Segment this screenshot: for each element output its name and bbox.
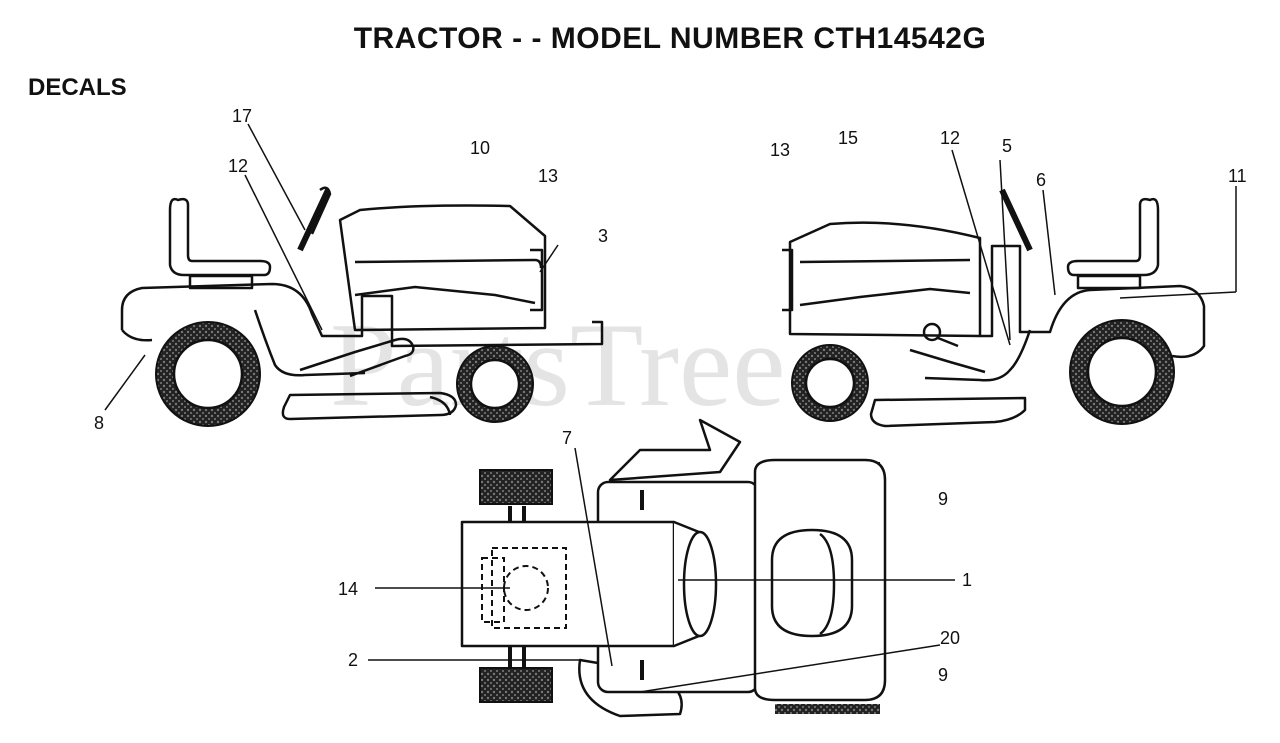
callout-right-6: 6: [1036, 170, 1046, 190]
callout-left-10: 10: [470, 138, 490, 158]
callout-right-12: 12: [940, 128, 960, 148]
section-heading: DECALS: [28, 74, 127, 101]
left-side-view: [120, 186, 604, 421]
callout-top-9a: 9: [938, 489, 948, 509]
top-view: [460, 418, 887, 718]
left-view-wheels: [155, 321, 534, 427]
diagram-title: TRACTOR - - MODEL NUMBER CTH14542G: [353, 22, 987, 55]
callout-left-12: 12: [228, 156, 248, 176]
right-view-wheels: [791, 319, 1175, 425]
callout-left-17: 17: [232, 106, 252, 126]
callout-right-13: 13: [770, 140, 790, 160]
watermark: PartsTree: [330, 298, 786, 431]
callout-top-20: 20: [940, 628, 960, 648]
callout-right-15: 15: [838, 128, 858, 148]
right-side-view: [782, 188, 1206, 428]
callout-top-9b: 9: [938, 665, 948, 685]
callout-labels: 17 12 10 13 3 8 13 15 12 5 6 11 7 9 1 14…: [94, 106, 1247, 685]
leader-lines: [104, 123, 1237, 693]
callout-right-11: 11: [1228, 166, 1247, 186]
callout-left-13: 13: [538, 166, 558, 186]
callout-top-14: 14: [338, 579, 358, 599]
callout-left-8: 8: [94, 413, 104, 433]
callout-right-5: 5: [1002, 136, 1012, 156]
callout-top-1: 1: [962, 570, 972, 590]
callout-top-2: 2: [348, 650, 358, 670]
callout-left-3: 3: [598, 226, 608, 246]
callout-top-7: 7: [562, 428, 572, 448]
